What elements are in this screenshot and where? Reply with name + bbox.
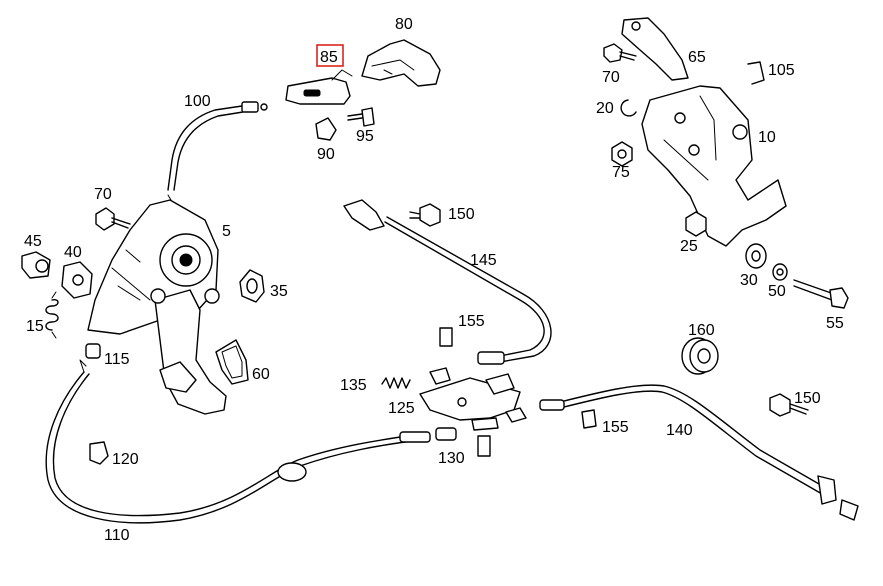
- equalizer-125[interactable]: [419, 367, 527, 423]
- part-label-10[interactable]: 10: [758, 129, 776, 146]
- part-label-130[interactable]: 130: [438, 450, 465, 467]
- pad-60[interactable]: [215, 339, 249, 385]
- part-label-105[interactable]: 105: [768, 62, 795, 79]
- part-label-60[interactable]: 60: [252, 366, 270, 383]
- cap-115[interactable]: [85, 343, 101, 359]
- nut-75[interactable]: [611, 141, 633, 167]
- part-label-150[interactable]: 150: [794, 390, 821, 407]
- nut-25[interactable]: [685, 211, 707, 237]
- part-label-50[interactable]: 50: [768, 283, 786, 300]
- clip-105[interactable]: [747, 61, 765, 85]
- bolt-130[interactable]: [471, 417, 499, 457]
- clip-120[interactable]: [89, 441, 109, 465]
- bracket-65[interactable]: [621, 17, 689, 81]
- part-label-125[interactable]: 125: [388, 400, 415, 417]
- bracket-10[interactable]: [641, 85, 787, 247]
- part-label-120[interactable]: 120: [112, 451, 139, 468]
- part-label-160[interactable]: 160: [688, 322, 715, 339]
- part-label-115[interactable]: 115: [104, 351, 130, 368]
- clip-90[interactable]: [315, 117, 337, 141]
- clip-40[interactable]: [61, 261, 93, 299]
- bracket-80[interactable]: [361, 39, 441, 87]
- part-label-55[interactable]: 55: [826, 315, 844, 332]
- spring-135[interactable]: [381, 377, 411, 389]
- switch-45[interactable]: [21, 251, 51, 279]
- bushing-30[interactable]: [745, 243, 767, 269]
- part-label-150[interactable]: 150: [448, 206, 475, 223]
- cable-100[interactable]: [167, 101, 268, 201]
- part-label-80[interactable]: 80: [395, 16, 413, 33]
- part-label-35[interactable]: 35: [270, 283, 288, 300]
- ring-20[interactable]: [620, 99, 637, 117]
- part-label-90[interactable]: 90: [317, 146, 335, 163]
- bolt-150-right[interactable]: [769, 393, 809, 417]
- bushing-35[interactable]: [239, 269, 265, 303]
- part-label-155[interactable]: 155: [602, 419, 629, 436]
- bolt-150-top[interactable]: [409, 203, 441, 227]
- cable-145[interactable]: [343, 199, 552, 365]
- bolt-70-right[interactable]: [603, 43, 637, 63]
- spring-15[interactable]: [45, 291, 59, 339]
- lever-85[interactable]: [285, 69, 353, 105]
- cable-140[interactable]: [539, 384, 859, 521]
- screw-95[interactable]: [347, 107, 375, 127]
- part-label-85[interactable]: 85: [320, 49, 338, 66]
- part-label-75[interactable]: 75: [612, 164, 630, 181]
- bolt-55[interactable]: [793, 279, 849, 309]
- highlight-box: [316, 44, 344, 67]
- part-label-70[interactable]: 70: [94, 186, 112, 203]
- part-label-70[interactable]: 70: [602, 69, 620, 86]
- washer-50[interactable]: [772, 263, 788, 281]
- bolt-70-left[interactable]: [95, 207, 131, 231]
- part-labels: 80 85 65 70 105 100 95 90 20 10 75 70 5 …: [24, 16, 844, 544]
- part-label-155[interactable]: 155: [458, 313, 485, 330]
- part-label-45[interactable]: 45: [24, 233, 42, 250]
- part-label-25[interactable]: 25: [680, 238, 698, 255]
- bushing-160[interactable]: [681, 337, 719, 375]
- part-label-100[interactable]: 100: [184, 93, 211, 110]
- part-label-30[interactable]: 30: [740, 272, 758, 289]
- part-label-135[interactable]: 135: [340, 377, 367, 394]
- cable-110[interactable]: [45, 359, 457, 524]
- part-label-110[interactable]: 110: [104, 527, 130, 544]
- pedal-assembly-5[interactable]: [87, 199, 227, 415]
- part-label-15[interactable]: 15: [26, 318, 44, 335]
- part-label-20[interactable]: 20: [596, 100, 614, 117]
- part-label-5[interactable]: 5: [222, 223, 231, 240]
- clip-155-top[interactable]: [439, 327, 453, 347]
- part-label-145[interactable]: 145: [470, 252, 497, 269]
- part-label-65[interactable]: 65: [688, 49, 706, 66]
- part-label-140[interactable]: 140: [666, 422, 693, 439]
- part-label-95[interactable]: 95: [356, 128, 374, 145]
- part-label-40[interactable]: 40: [64, 244, 82, 261]
- clip-155-right[interactable]: [581, 409, 597, 429]
